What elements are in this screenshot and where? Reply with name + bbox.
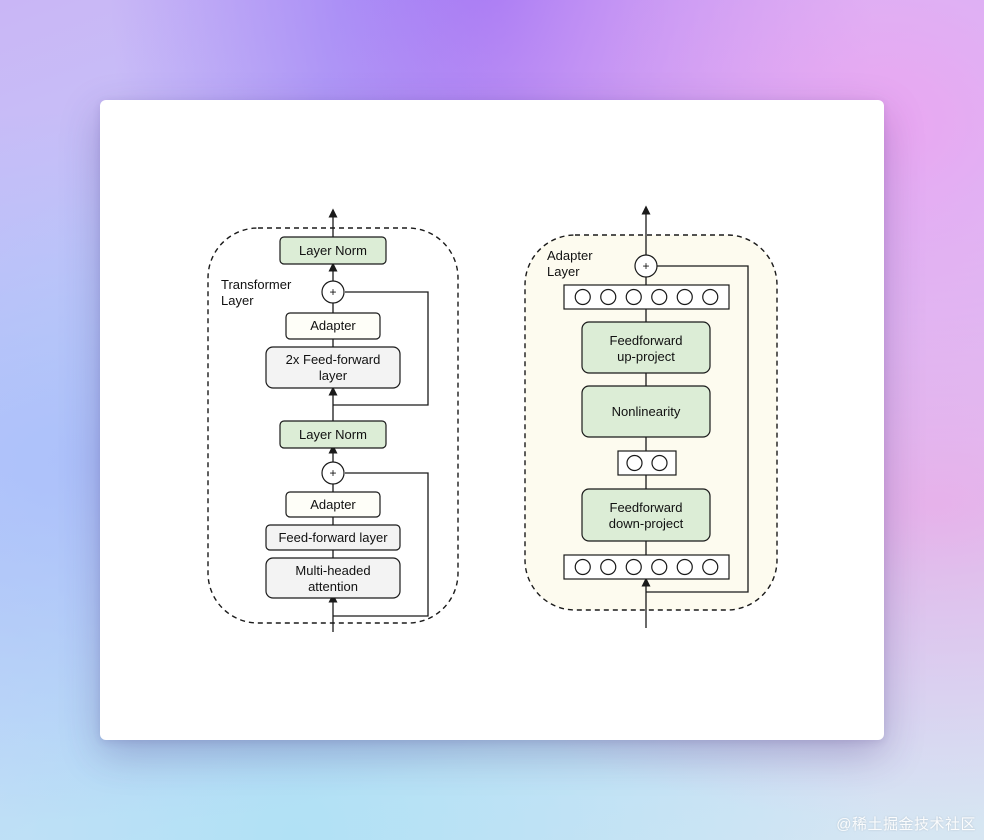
ff-layer-label: Feed-forward layer — [278, 530, 388, 545]
watermark: @稀土掘金技术社区 — [836, 816, 976, 833]
vector-unit — [651, 558, 668, 576]
adapter-bottom-label: Adapter — [310, 497, 356, 512]
nonlinearity-label: Nonlinearity — [612, 404, 681, 419]
ff2x-box — [265, 346, 401, 389]
down-project-box — [581, 488, 711, 542]
nonlinearity-box — [581, 385, 711, 438]
vector-unit — [625, 288, 642, 306]
adapter-layer-label-line2: Layer — [547, 264, 580, 279]
mha-label-line1: Multi-headed — [295, 563, 370, 578]
vector-unit — [702, 558, 719, 576]
add-circle-top — [321, 280, 345, 304]
down-project-label-line1: Feedforward — [610, 500, 683, 515]
bottleneck-unit — [651, 454, 668, 472]
add-circle-bottom — [321, 461, 345, 485]
up-project-label-line1: Feedforward — [610, 333, 683, 348]
vector-unit — [600, 288, 617, 306]
vector-unit — [600, 558, 617, 576]
top-vector-box — [563, 284, 730, 310]
adapter-layer-panel: Adapter Layer + Feedforward up-project N… — [524, 205, 778, 628]
vector-unit — [574, 558, 591, 576]
down-project-label-line2: down-project — [609, 516, 684, 531]
bottleneck-vector-units — [626, 454, 668, 472]
layer-norm-top-label: Layer Norm — [299, 243, 367, 258]
adapter-skip-connection — [646, 265, 749, 593]
residual-path-top — [333, 291, 429, 406]
architecture-diagram: Transformer Layer Layer Norm + Adapter — [207, 205, 778, 632]
layer-norm-mid-box — [279, 420, 387, 449]
up-project-box — [581, 321, 711, 374]
layer-norm-top-box — [279, 236, 387, 265]
ff-layer-box — [265, 524, 401, 551]
top-vector-units — [574, 288, 719, 306]
transformer-layer-panel: Transformer Layer Layer Norm + Adapter — [207, 208, 459, 632]
bottleneck-unit — [626, 454, 643, 472]
adapter-bottom-box — [285, 491, 381, 518]
bottom-vector-box — [563, 554, 730, 580]
mha-label-line2: attention — [308, 579, 358, 594]
adapter-top-label: Adapter — [310, 318, 356, 333]
up-project-label-line2: up-project — [617, 349, 675, 364]
layer-norm-mid-label: Layer Norm — [299, 427, 367, 442]
adapter-add-symbol: + — [642, 259, 649, 273]
mha-box — [265, 557, 401, 599]
bottom-vector-units — [574, 558, 719, 576]
adapter-add-circle — [634, 254, 658, 278]
vector-unit — [574, 288, 591, 306]
ff2x-label-line2: layer — [319, 368, 348, 383]
adapter-top-box — [285, 312, 381, 340]
transformer-layer-label-line1: Transformer — [221, 277, 292, 292]
ff2x-label-line1: 2x Feed-forward — [286, 352, 381, 367]
residual-path-bottom — [333, 472, 429, 617]
add-symbol-top: + — [329, 285, 336, 299]
vector-unit — [625, 558, 642, 576]
vector-unit — [702, 288, 719, 306]
vector-unit — [651, 288, 668, 306]
adapter-layer-label-line1: Adapter — [547, 248, 593, 263]
vector-unit — [676, 288, 693, 306]
diagram-card: Transformer Layer Layer Norm + Adapter — [100, 100, 884, 740]
vector-unit — [676, 558, 693, 576]
transformer-layer-label-line2: Layer — [221, 293, 254, 308]
add-symbol-bottom: + — [329, 466, 336, 480]
